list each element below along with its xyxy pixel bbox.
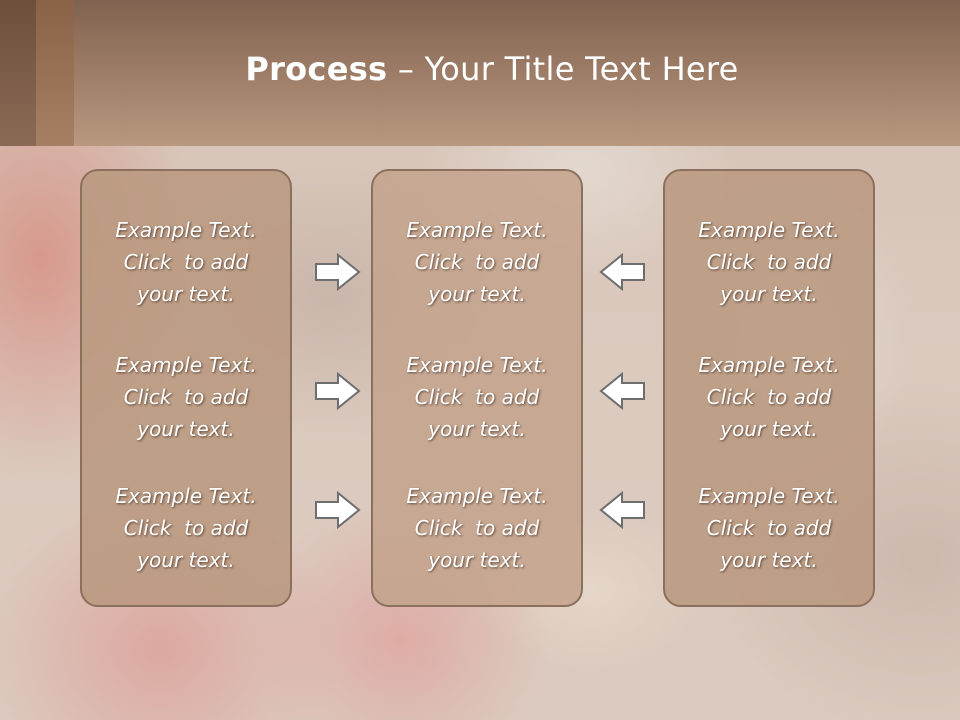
left-arrow-icon[interactable] (598, 252, 646, 292)
text-placeholder[interactable]: Example Text. Click to add your text. (373, 214, 581, 310)
text-line: Example Text. (406, 353, 548, 377)
right-arrow-icon[interactable] (314, 252, 362, 292)
text-line: your text. (720, 548, 818, 572)
text-line: Example Text. (698, 218, 840, 242)
text-line: your text. (720, 417, 818, 441)
text-placeholder[interactable]: Example Text. Click to add your text. (82, 349, 290, 445)
text-line: Click to add (706, 385, 832, 409)
right-arrow-icon[interactable] (314, 371, 362, 411)
text-line: Example Text. (406, 484, 548, 508)
text-line: your text. (428, 282, 526, 306)
text-line: Click to add (414, 385, 540, 409)
text-line: Example Text. (115, 353, 257, 377)
text-placeholder[interactable]: Example Text. Click to add your text. (82, 214, 290, 310)
text-line: Click to add (414, 516, 540, 540)
right-arrow-icon[interactable] (314, 490, 362, 530)
title-band: Process – Your Title Text Here (0, 0, 960, 146)
text-placeholder[interactable]: Example Text. Click to add your text. (665, 349, 873, 445)
header-accent-strip (36, 0, 74, 146)
text-placeholder[interactable]: Example Text. Click to add your text. (373, 349, 581, 445)
text-line: Click to add (706, 516, 832, 540)
text-line: Click to add (706, 250, 832, 274)
header-accent-strip (0, 0, 36, 146)
left-arrow-icon[interactable] (598, 371, 646, 411)
text-line: Click to add (414, 250, 540, 274)
text-line: your text. (137, 417, 235, 441)
text-line: Click to add (123, 385, 249, 409)
text-placeholder[interactable]: Example Text. Click to add your text. (665, 214, 873, 310)
text-line: your text. (720, 282, 818, 306)
text-line: Example Text. (115, 218, 257, 242)
title-rest-text: – Your Title Text Here (387, 50, 739, 88)
text-line: Click to add (123, 250, 249, 274)
text-line: Click to add (123, 516, 249, 540)
text-line: Example Text. (115, 484, 257, 508)
left-arrow-icon[interactable] (598, 490, 646, 530)
text-line: your text. (137, 548, 235, 572)
text-placeholder[interactable]: Example Text. Click to add your text. (82, 480, 290, 576)
process-column-right[interactable]: Example Text. Click to add your text. Ex… (663, 169, 875, 607)
title-bold-text: Process (245, 50, 388, 88)
text-line: your text. (428, 548, 526, 572)
text-line: Example Text. (698, 484, 840, 508)
text-placeholder[interactable]: Example Text. Click to add your text. (665, 480, 873, 576)
process-column-left[interactable]: Example Text. Click to add your text. Ex… (80, 169, 292, 607)
slide-title[interactable]: Process – Your Title Text Here (0, 50, 960, 88)
text-line: Example Text. (698, 353, 840, 377)
text-line: your text. (428, 417, 526, 441)
text-line: your text. (137, 282, 235, 306)
text-line: Example Text. (406, 218, 548, 242)
process-column-center[interactable]: Example Text. Click to add your text. Ex… (371, 169, 583, 607)
text-placeholder[interactable]: Example Text. Click to add your text. (373, 480, 581, 576)
